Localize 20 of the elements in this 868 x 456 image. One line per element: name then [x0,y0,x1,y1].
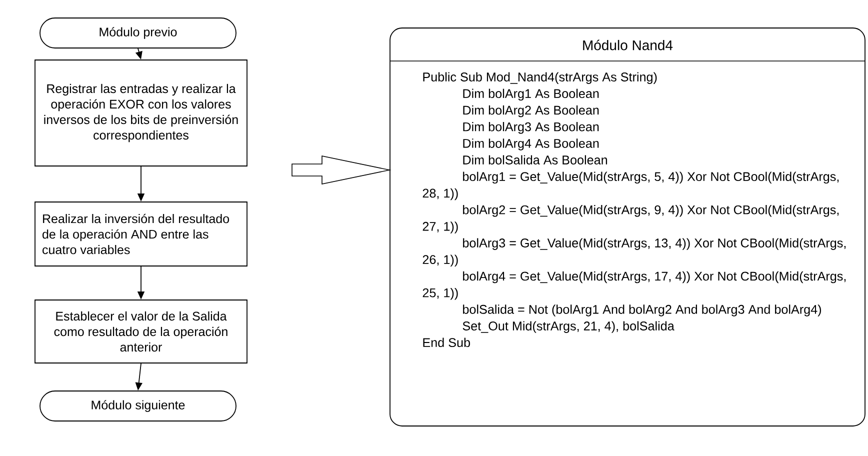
code-line: Dim bolArg4 As Boolean [463,138,599,150]
code-line: Set_Out Mid(strArgs, 21, 4), bolSalida [462,321,674,333]
code-panel: Módulo Nand4 Public Sub Mod_Nand4(strArgs As String) Dim bolArg1 As Boolean Dim bolArg2 As Boolean Dim bolArg3 As Boolean Dim bolArg4 As Boolean Dim bolSalida As Boolean bolArg1 = Get_Value(Mid(strArgs, 5, 4)) Xor Not CBool(Mid(strArgs, 28, 1)) bolArg2 = Get_Value(Mid(strArgs, 9, 4)) Xor Not CBool(Mid(strArgs, 27, 1)) bolArg3 = Get_Value(Mid(strArgs, 13, 4)) Xor Not CBool(Mid(strArgs, 26, 1)) bolArg4 = Get_Value(Mid(strArgs, 17, 4)) Xor Not CBool(Mid(strArgs, 25, 1)) bolSalida = Not (bolArg1 And bolArg2 And bolArg3 And bolArg4) Set_Out Mid(strArgs, 21, 4), bolSalida End Sub [390,28,866,426]
code-line: Dim bolArg1 As Boolean [463,88,599,101]
code-line: bolSalida = Not (bolArg1 And bolArg2 And bolArg3 And bolArg4) [463,304,822,316]
code-line: Public Sub Mod_Nand4(strArgs As String) [423,72,657,84]
code-line: bolArg4 = Get_Value(Mid(strArgs, 17, 4)) Xor Not CBool(Mid(strArgs, 25, 1)) [422,271,846,300]
block-arrow [292,156,392,184]
code-line: End Sub [423,338,470,348]
process-box: Registrar las entradas y realizar la operación EXOR con los valores inversos de los bits de preinversión correspondientes [34,60,248,166]
code-line: bolArg1 = Get_Value(Mid(strArgs, 5, 4)) Xor Not CBool(Mid(strArgs, 28, 1)) [422,172,839,200]
process-box: Establecer el valor de la Salida como resultado de la operación anterior [34,300,248,364]
terminal-box: Módulo siguiente [40,390,236,422]
code-line: Dim bolSalida As Boolean [463,155,608,164]
terminal-box: Módulo previo [40,18,236,48]
code-line: Dim bolArg2 As Boolean [463,105,599,118]
code-line: bolArg3 = Get_Value(Mid(strArgs, 13, 4)) Xor Not CBool(Mid(strArgs, 26, 1)) [422,238,846,267]
code-line: Dim bolArg3 As Boolean [463,122,599,134]
code-line: bolArg2 = Get_Value(Mid(strArgs, 9, 4)) Xor Not CBool(Mid(strArgs, 27, 1)) [422,205,839,234]
process-box: Realizar la inversión del resultado de la operación AND entre las cuatro variables [34,202,248,266]
